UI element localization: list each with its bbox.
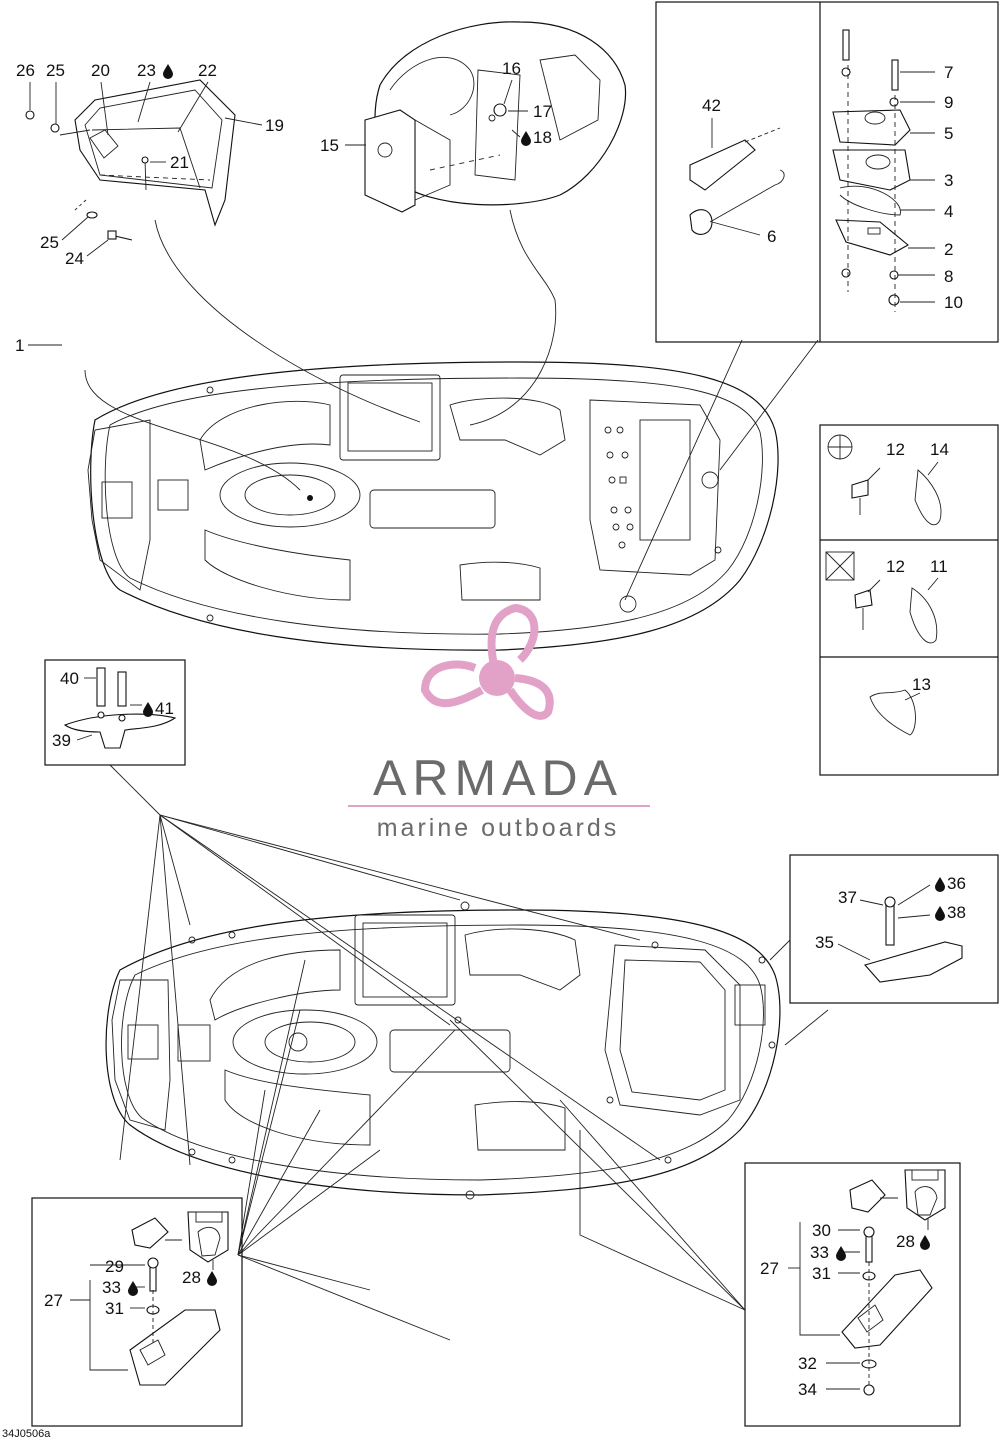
upper-deck-drawing (87, 361, 779, 651)
callout-4: 4 (944, 202, 953, 221)
drop-icon (128, 1281, 138, 1296)
callout-9: 9 (944, 93, 953, 112)
callout-10: 10 (944, 293, 963, 312)
callout-33: 33 (102, 1278, 121, 1297)
drop-icon (163, 64, 173, 79)
drop-icon (920, 1235, 930, 1250)
drop-icon (935, 906, 945, 921)
callout-12b: 12 (886, 557, 905, 576)
callout-35: 35 (815, 933, 834, 952)
callout-33b: 33 (810, 1243, 829, 1262)
storage-lid-assembly (25, 79, 236, 241)
clip-marks-lower (188, 901, 776, 1200)
bumper-box-left (31, 1197, 243, 1427)
callout-22: 22 (198, 61, 217, 80)
callout-11: 11 (930, 557, 948, 576)
drop-icon (836, 1246, 846, 1261)
callout-12: 12 (886, 440, 905, 459)
pad-box (789, 854, 999, 1004)
callout-labels: 26 25 20 23 22 19 21 25 24 1 15 16 17 18… (15, 59, 966, 1399)
drop-icon (521, 131, 531, 146)
magnified-detail (364, 21, 627, 213)
hardware-box-right (819, 424, 999, 776)
callout-31: 31 (105, 1299, 124, 1318)
hardware-box-top-right (655, 1, 999, 343)
callout-34: 34 (798, 1380, 817, 1399)
callout-39: 39 (52, 731, 71, 750)
callout-31b: 31 (812, 1264, 831, 1283)
callout-15: 15 (320, 136, 339, 155)
callout-28b: 28 (896, 1232, 915, 1251)
callout-8: 8 (944, 267, 953, 286)
callout-6: 6 (767, 227, 776, 246)
callout-30: 30 (812, 1221, 831, 1240)
callout-19: 19 (265, 116, 284, 135)
callout-16: 16 (502, 59, 521, 78)
armada-logo: ARMADA marine outboards (348, 603, 650, 842)
callout-21: 21 (170, 153, 189, 172)
cleat-box (44, 659, 186, 766)
hole-marks-upper (604, 426, 634, 549)
callout-27b: 27 (760, 1259, 779, 1278)
callout-17: 17 (533, 102, 552, 121)
callout-42: 42 (702, 96, 721, 115)
square-x-icon (825, 551, 855, 581)
bumper-box-right (744, 1162, 961, 1427)
drop-icon (207, 1271, 217, 1286)
callout-29: 29 (105, 1257, 124, 1276)
callout-40: 40 (60, 669, 79, 688)
callout-18: 18 (533, 128, 552, 147)
circle-cross-icon (827, 434, 853, 460)
callout-32: 32 (798, 1354, 817, 1373)
lower-deck-drawing (105, 901, 781, 1200)
callout-28: 28 (182, 1268, 201, 1287)
callout-14: 14 (930, 440, 949, 459)
callout-25: 25 (46, 61, 65, 80)
callout-20: 20 (91, 61, 110, 80)
callout-25b: 25 (40, 233, 59, 252)
watermark-title: ARMADA (373, 750, 623, 806)
callout-38: 38 (947, 903, 966, 922)
drop-icon (143, 702, 153, 717)
callout-3: 3 (944, 171, 953, 190)
callout-41: 41 (155, 699, 174, 718)
watermark-subtitle: marine outboards (377, 814, 620, 842)
callout-37: 37 (838, 888, 857, 907)
callout-13: 13 (912, 675, 931, 694)
callout-7: 7 (944, 63, 953, 82)
callout-5: 5 (944, 124, 953, 143)
callout-1: 1 (15, 336, 24, 355)
callout-36: 36 (947, 874, 966, 893)
callout-2: 2 (944, 240, 953, 259)
leader-lines (84, 209, 829, 1341)
callout-24: 24 (65, 249, 84, 268)
figure-code: 34J0506a (2, 1428, 51, 1440)
propeller-icon (420, 603, 554, 720)
callout-23: 23 (137, 61, 156, 80)
label-ticks (28, 79, 528, 346)
callout-27: 27 (44, 1291, 63, 1310)
callout-26: 26 (16, 61, 35, 80)
drop-icon (935, 877, 945, 892)
